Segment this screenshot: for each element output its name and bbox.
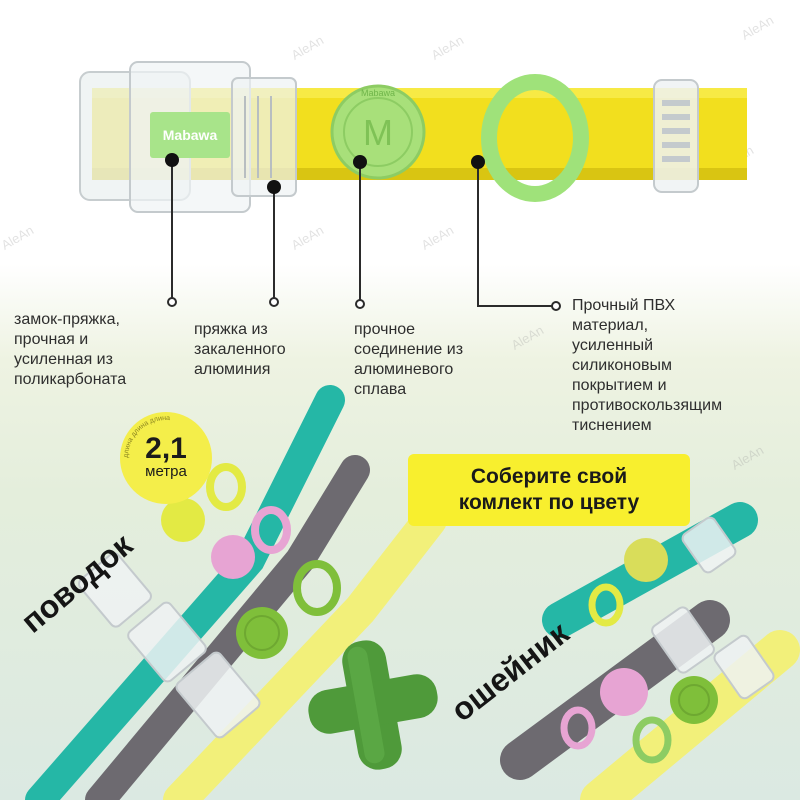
leash-set (25, 385, 447, 800)
plus-icon (308, 640, 438, 770)
svg-text:длина длина длина: длина длина длина (123, 415, 170, 458)
connector-letter: M (363, 112, 393, 153)
callout-dots (165, 153, 485, 194)
length-value: 2,1 (145, 432, 187, 465)
top-collar: Mabawa Mabawa M (79, 61, 747, 213)
callout-aluminium-buckle: пряжка из закаленного алюминия (194, 321, 286, 378)
callout-end-circles (167, 297, 561, 311)
callout-lines (171, 160, 552, 307)
callout-buckle-lock: замок-пряжка, прочная и усиленная из пол… (14, 311, 127, 388)
badge-ring-text: длина длина длина (123, 415, 170, 458)
color-match-banner: Соберите свой комлект по цвету (408, 454, 690, 526)
callout-pvc-material: Прочный ПВХ материал, усиленный силиконо… (572, 297, 723, 434)
buckle-logo: Mabawa (163, 127, 218, 143)
length-badge: длина длина длина 2,1 метра (120, 412, 212, 504)
length-unit: метра (145, 463, 187, 480)
collar-set (500, 502, 800, 800)
connector-logo: Mabawa (361, 88, 395, 98)
callout-alloy-connector: прочное соединение из алюминевого сплава (354, 321, 464, 398)
